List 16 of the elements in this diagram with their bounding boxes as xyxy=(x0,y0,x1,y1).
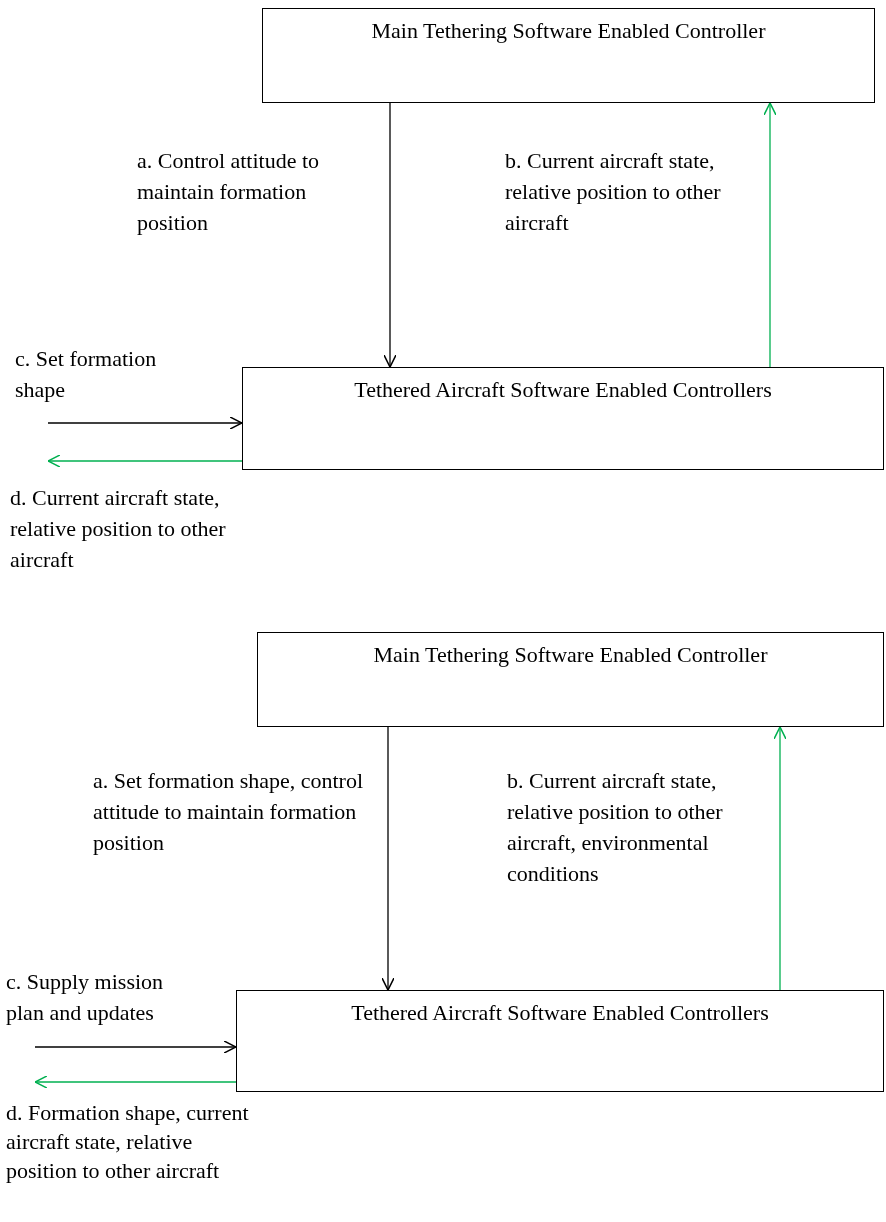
arrow xyxy=(383,102,397,368)
box-title: Main Tethering Software Enabled Controller xyxy=(372,642,769,668)
process-box xyxy=(257,632,884,727)
arrow xyxy=(773,726,787,991)
arrow xyxy=(47,416,243,430)
arrow xyxy=(34,1075,237,1089)
arrow xyxy=(763,102,777,368)
arrow xyxy=(34,1040,237,1054)
process-box xyxy=(242,367,884,470)
box-title: Main Tethering Software Enabled Controller xyxy=(370,18,767,44)
arrow xyxy=(47,454,243,468)
process-box xyxy=(262,8,875,103)
arrow xyxy=(381,726,395,991)
box-title: Tethered Aircraft Software Enabled Controllers xyxy=(350,1000,770,1026)
box-title: Tethered Aircraft Software Enabled Controllers xyxy=(353,377,773,403)
process-box xyxy=(236,990,884,1092)
